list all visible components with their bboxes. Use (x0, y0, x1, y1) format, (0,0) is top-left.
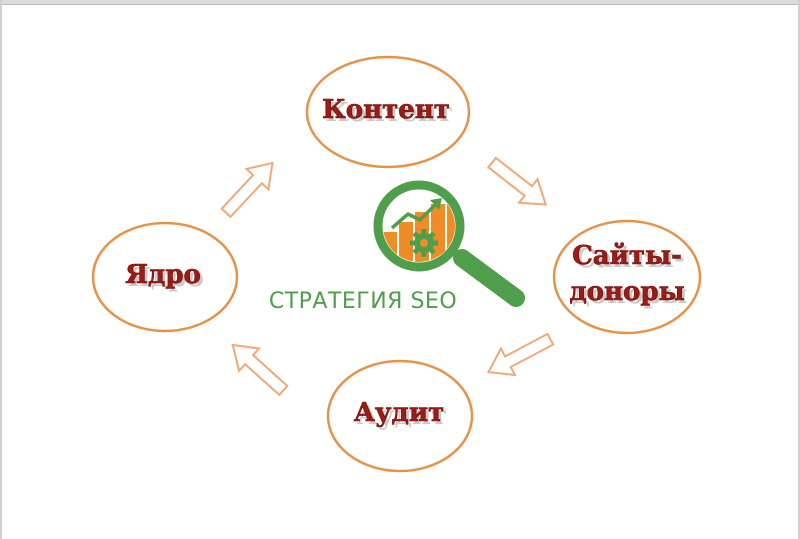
arrow-core-to-content (220, 161, 274, 219)
magnifier-logo-icon (373, 180, 525, 307)
core-ellipse (91, 221, 239, 333)
content-ellipse (305, 55, 471, 169)
donor-sites-label-line1: Сайты- (572, 241, 682, 271)
core-label: Ядро (125, 260, 201, 290)
arrow-content-to-donors (486, 156, 548, 206)
top-ruler (0, 0, 800, 5)
core-label-shadow: Ядро (128, 263, 204, 293)
donor-sites-label-line2: доноры (569, 277, 684, 307)
arrow-donors-to-audit (486, 332, 555, 377)
audit-label: Аудит (354, 398, 445, 428)
donor-sites-label-line1-shadow: Сайты- (575, 244, 685, 274)
donor-sites-label-line2-shadow: доноры (572, 280, 687, 310)
page-edge-left (0, 0, 2, 539)
logo-text: СТРАТЕГИЯ SEO (269, 289, 457, 314)
audit-ellipse (326, 359, 474, 473)
page-edge-right (798, 0, 800, 539)
content-label-shadow: Контент (325, 98, 453, 128)
content-label: Контент (322, 95, 450, 125)
audit-label-shadow: Аудит (357, 401, 448, 431)
gear-icon (410, 229, 438, 257)
arrow-audit-to-core (231, 343, 289, 397)
donor-sites-ellipse (552, 219, 702, 335)
